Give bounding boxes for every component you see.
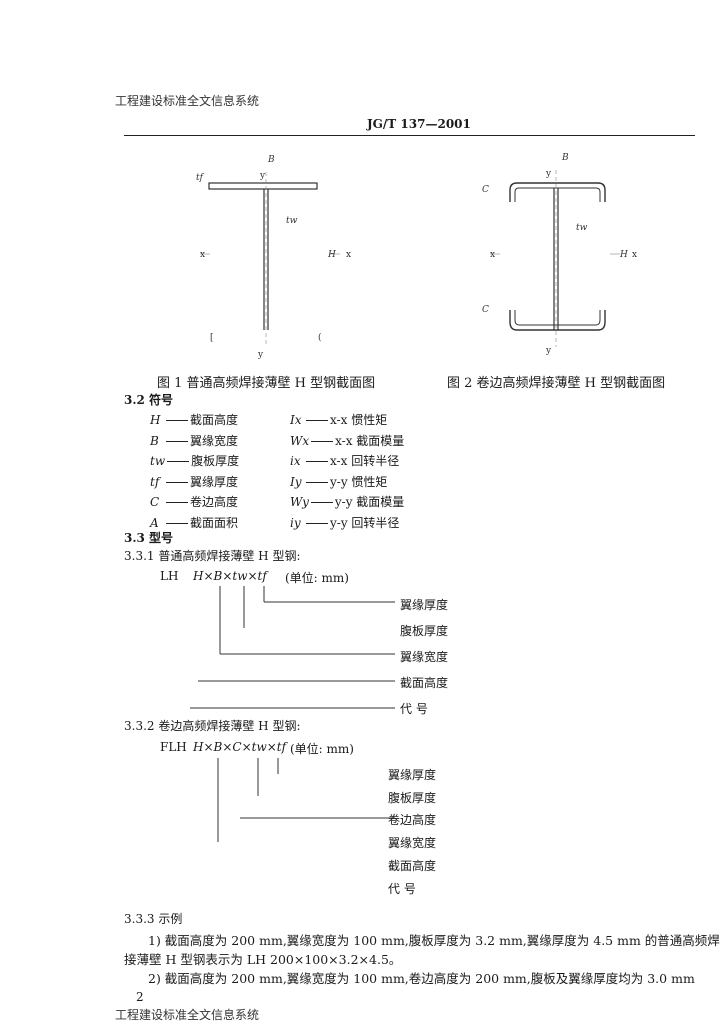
flh-designation-leaders: [217, 758, 395, 842]
fig2-label-x-left: x: [490, 250, 495, 260]
flh-code: FLH: [160, 740, 187, 754]
figure-2-caption: 图 2 卷边高频焊接薄壁 H 型钢截面图: [447, 376, 666, 391]
lh-label: 代 号: [400, 702, 428, 716]
flh-label: 翼缘宽度: [388, 836, 437, 850]
lh-label: 翼缘宽度: [400, 650, 449, 664]
svg-text:(: (: [318, 332, 322, 343]
lh-unit: (单位: mm): [285, 571, 349, 585]
lh-code: LH: [160, 569, 179, 583]
fig2-label-x-right: x: [632, 250, 637, 260]
lh-designation-leaders: [190, 586, 395, 709]
example-line-1: 1) 截面高度为 200 mm,翼缘宽度为 100 mm,腹板厚度为 3.2 m…: [148, 933, 720, 948]
flh-unit: (单位: mm): [290, 742, 354, 756]
flh-label: 卷边高度: [388, 813, 437, 827]
fig2-label-C-top: C: [482, 185, 489, 195]
flh-label: 截面高度: [388, 859, 437, 873]
fig1-label-H: H: [327, 250, 336, 260]
svg-text:[: [: [210, 333, 214, 343]
fig1-label-tw: tw: [286, 216, 298, 226]
fig2-label-y-bottom: y: [545, 346, 552, 356]
flh-label: 代 号: [388, 882, 416, 896]
flh-formula: H×B×C×tw×tf: [193, 740, 287, 754]
section-3-3-1-heading: 3.3.1 普通高频焊接薄壁 H 型钢:: [124, 549, 301, 563]
lh-label: 截面高度: [400, 676, 449, 690]
header-rule: [124, 135, 695, 136]
fig1-flange: [208, 182, 318, 190]
section-3-2-heading: 3.2 符号: [124, 393, 174, 407]
example-line-2: 接薄壁 H 型钢表示为 LH 200×100×3.2×4.5。: [124, 952, 402, 967]
fig2-label-C-bottom: C: [482, 305, 489, 315]
section-3-3-2-heading: 3.3.2 卷边高频焊接薄壁 H 型钢:: [124, 719, 301, 733]
footer-source: 工程建设标准全文信息系统: [115, 1008, 260, 1022]
document-id: JG/T 137—2001: [367, 117, 471, 131]
fig1-label-x-right: x: [346, 250, 351, 260]
flh-label: 腹板厚度: [388, 791, 437, 805]
fig2-label-y-top: y: [545, 169, 552, 179]
figure-1-diagram: B y tw tf x H x y [ (: [196, 155, 351, 360]
figure-2-diagram: B y tw C C x H x y: [482, 153, 637, 356]
page-number: 2: [136, 990, 144, 1004]
section-3-3-heading: 3.3 型号: [124, 531, 174, 545]
fig2-top-flange: [509, 182, 606, 202]
lh-label: 翼缘厚度: [400, 598, 449, 612]
fig2-label-tw: tw: [576, 223, 588, 233]
header-source: 工程建设标准全文信息系统: [115, 94, 260, 108]
lh-formula: H×B×tw×tf: [193, 569, 267, 583]
flh-label: 翼缘厚度: [388, 768, 437, 782]
fig1-label-y-bottom: y: [257, 350, 264, 360]
fig1-label-B: B: [267, 155, 275, 165]
fig2-label-H: H: [619, 250, 628, 260]
lh-label: 腹板厚度: [400, 624, 449, 638]
example-line-3: 2) 截面高度为 200 mm,翼缘宽度为 100 mm,卷边高度为 200 m…: [148, 971, 695, 986]
fig2-label-B: B: [561, 153, 569, 163]
section-3-3-3-heading: 3.3.3 示例: [124, 912, 183, 926]
fig1-label-tf: tf: [196, 173, 205, 183]
fig2-bottom-flange: [509, 310, 606, 331]
fig1-label-x-left: x: [200, 250, 205, 260]
figure-1-caption: 图 1 普通高频焊接薄壁 H 型钢截面图: [157, 376, 376, 391]
fig1-label-y-top: y: [259, 171, 266, 181]
